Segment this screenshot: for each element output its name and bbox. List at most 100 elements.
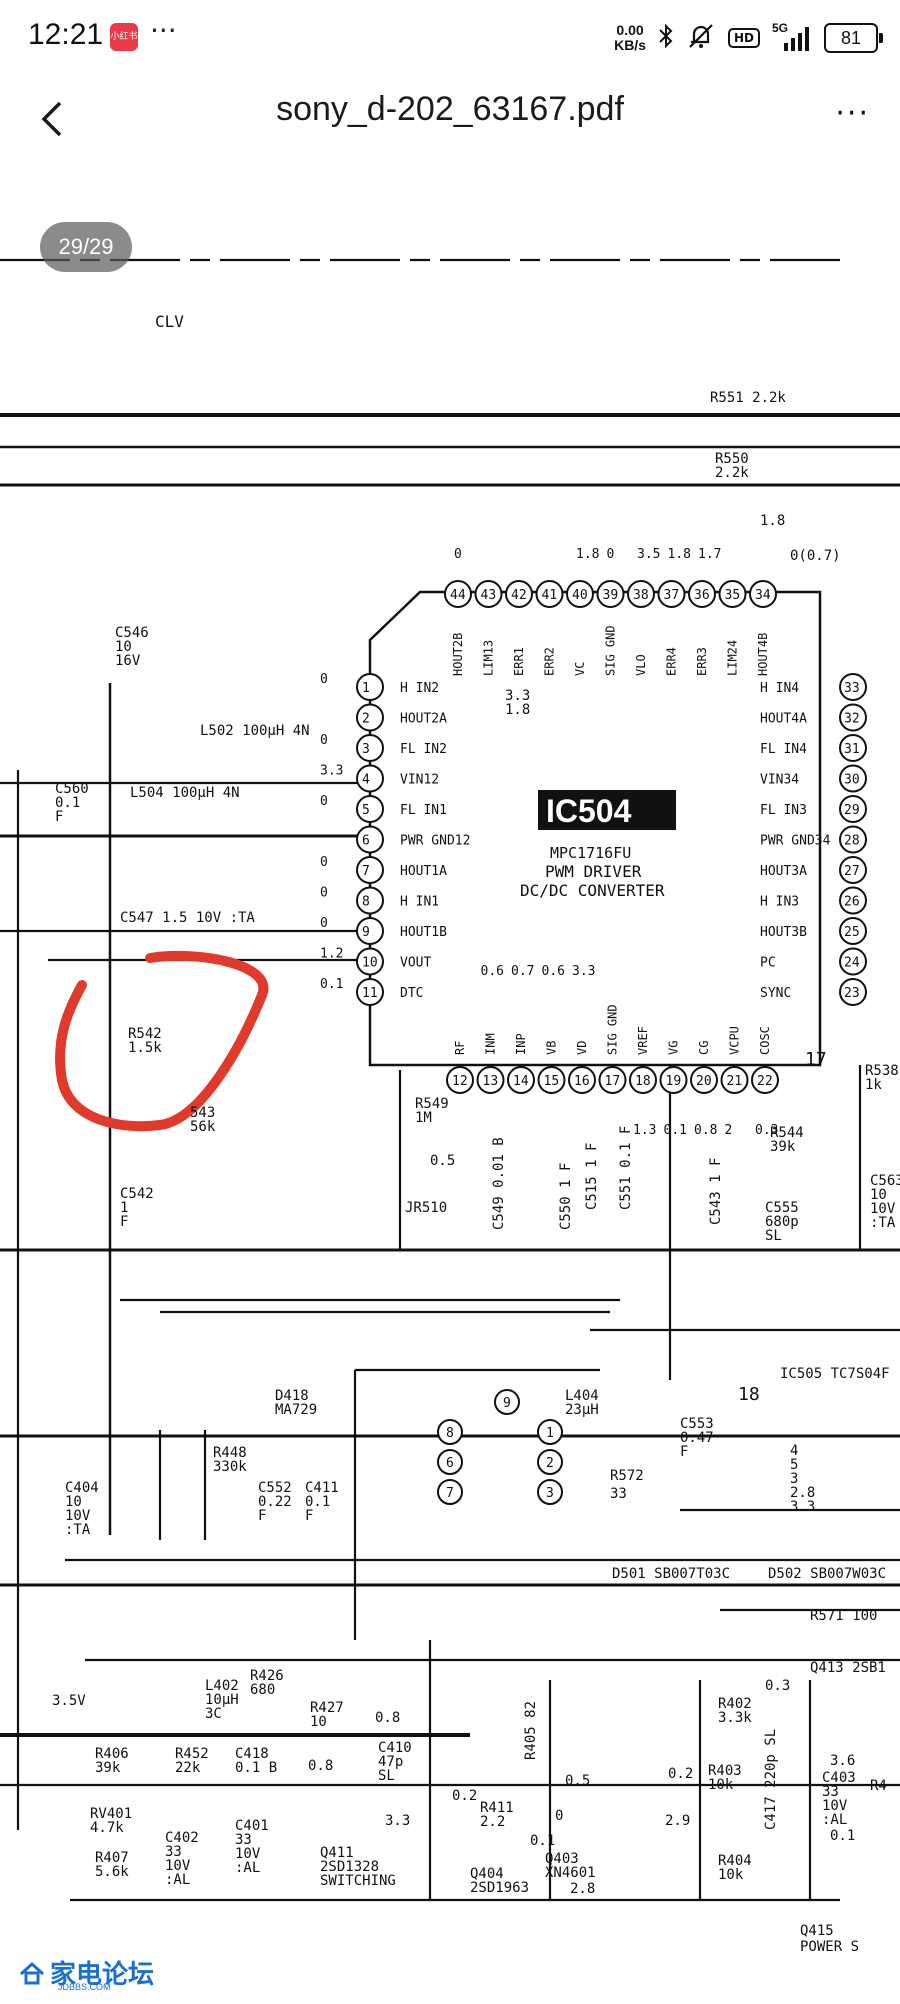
label-v05: 0.5 — [430, 1153, 455, 1169]
ic504-pin-name-30: VIN34 — [760, 773, 799, 788]
label-3-5v: 3.5V — [52, 1693, 86, 1709]
label-v05b: 0.5 — [565, 1773, 590, 1789]
transformer-pin-num-9: 9 — [503, 1396, 511, 1411]
chevron-left-icon — [41, 101, 62, 137]
net-speed: 0.00 KB/s — [614, 23, 646, 53]
ic504-pin-num-30: 30 — [844, 773, 860, 788]
ic504-pin-name-34: HOUT4B — [756, 633, 770, 676]
label-r448-1: 330k — [213, 1459, 247, 1475]
label-c403-0: C403 — [822, 1770, 856, 1786]
label-c404-1: 10 — [65, 1494, 82, 1510]
ic504-pin-8 — [356, 886, 384, 915]
overflow-menu-button[interactable]: ··· — [835, 96, 870, 131]
ic504-pin-name-24: PC — [760, 956, 776, 971]
label-r411-0: R411 — [480, 1800, 514, 1816]
ic504-pin-volt-21: 2 — [725, 1123, 733, 1138]
watermark-text: 家电论坛 — [50, 1960, 155, 1990]
transformer-pin-8 — [437, 1419, 463, 1445]
ic504-pin-num-17: 17 — [605, 1074, 621, 1089]
label-c404-0: C404 — [65, 1480, 99, 1496]
label-r448-0: R448 — [213, 1445, 247, 1461]
ic504-pin-num-36: 36 — [694, 588, 710, 603]
ic504-pin-24 — [839, 947, 867, 976]
network-type: 5G — [772, 21, 789, 35]
ic504-pin-name-29: FL IN3 — [760, 803, 807, 818]
bluetooth-icon — [658, 22, 674, 54]
label-r542-0: R542 — [128, 1026, 162, 1042]
label-q411-1: 2SD1328 — [320, 1859, 379, 1875]
ic504-pin-42 — [505, 580, 533, 608]
ic504-pin-num-25: 25 — [844, 925, 860, 940]
label-v29: 2.9 — [665, 1813, 690, 1829]
label-rv401-1: 4.7k — [90, 1820, 124, 1836]
ic504-pin-num-26: 26 — [844, 895, 860, 910]
ic504-pin-35 — [718, 580, 747, 608]
ic504-pin-41 — [535, 580, 564, 608]
ic504-pin-name-11: DTC — [400, 986, 423, 1001]
ic504-pin-name-28: PWR GND34 — [760, 834, 831, 849]
ic504-pin-num-7: 7 — [362, 864, 370, 879]
ic504-pin-volt-7: 0 — [320, 855, 328, 870]
label-c560-1: 0.1 — [55, 795, 80, 811]
ic504-pin-13 — [476, 1066, 505, 1094]
label-c546-0: C546 — [115, 625, 149, 641]
label-v01b: 0.1 — [830, 1828, 855, 1844]
ic504-pin-volt-20: 0.8 — [694, 1123, 717, 1138]
ic504-pin-num-29: 29 — [844, 803, 860, 818]
ic504-pin-3 — [356, 734, 384, 762]
transformer-pin-num-6: 6 — [446, 1456, 454, 1471]
ic504-pin-volt-37: 1.8 — [668, 547, 691, 562]
label-c418-1: 0.1 B — [235, 1760, 277, 1776]
ic504-pin-5 — [356, 795, 384, 823]
label-c543: C543 1 F — [708, 1158, 724, 1225]
ic504-pin-44 — [444, 580, 472, 608]
ic504-pin-num-14: 14 — [513, 1074, 529, 1089]
ic504-pin-volt-4: 3.3 — [320, 764, 343, 779]
label-l404-1: 23µH — [565, 1402, 599, 1418]
ic504-label-box — [538, 790, 676, 830]
ic504-pin-volt-18: 1.3 — [633, 1123, 656, 1138]
ic504-pin-name-12: RF — [453, 1041, 467, 1055]
label-c401-0: C401 — [235, 1818, 269, 1834]
back-button[interactable] — [28, 94, 78, 144]
ic504-pin-name-18: VREF — [636, 1026, 650, 1055]
ic504-pin-num-12: 12 — [452, 1074, 468, 1089]
label-v-0-7: 0(0.7) — [790, 548, 841, 564]
label-c411-0: C411 — [305, 1480, 339, 1496]
status-bar: 12:21 小红书 ··· 0.00 KB/s HD 5G 81 — [0, 0, 900, 76]
label-r407-0: R407 — [95, 1850, 129, 1866]
ic504-pin-29 — [839, 795, 867, 823]
transformer-pin-2 — [537, 1449, 563, 1475]
label-l402-1: 10µH — [205, 1692, 239, 1708]
label-c552-0: C552 — [258, 1480, 292, 1496]
label-r572-1: 33 — [610, 1486, 627, 1502]
ic504-pin-num-20: 20 — [696, 1074, 712, 1089]
ic504-pin-volt-36: 1.7 — [698, 547, 721, 562]
transformer-pin-num-2: 2 — [546, 1456, 554, 1471]
ic504-pin-num-31: 31 — [844, 742, 860, 757]
label-r406-0: R406 — [95, 1746, 129, 1762]
ic504-pin-num-38: 38 — [633, 588, 649, 603]
ic504-pin-volt-22: 0.3 — [755, 1123, 778, 1138]
label-r572-0: R572 — [610, 1468, 644, 1484]
label-c563-2: 10V — [870, 1201, 896, 1217]
ic504-pin-10 — [356, 947, 384, 976]
ic504-pin-name-20: CG — [697, 1041, 711, 1055]
label-l504: L504 100µH 4N — [130, 785, 240, 801]
ic504-pin-name-9: HOUT1B — [400, 925, 447, 940]
label-c560-0: C560 — [55, 781, 89, 797]
label-l502: L502 100µH 4N — [200, 723, 310, 739]
ic504-pin-volt-5: 0 — [320, 794, 328, 809]
ic504-pin-num-28: 28 — [844, 834, 860, 849]
page-indicator: 29/29 — [40, 222, 132, 272]
label-r403-0: R403 — [708, 1763, 742, 1779]
ic504-pin-name-1: H IN2 — [400, 681, 439, 696]
label-v08a: 0.8 — [375, 1710, 400, 1726]
ic504-pin-37 — [657, 580, 686, 608]
label-v03: 0.3 — [765, 1678, 790, 1694]
ic504-pin-33 — [839, 673, 867, 701]
label-c553-2: F — [680, 1444, 688, 1460]
ic504-pin-volt-1: 0 — [320, 672, 328, 687]
ic504-pin-23 — [839, 978, 867, 1006]
